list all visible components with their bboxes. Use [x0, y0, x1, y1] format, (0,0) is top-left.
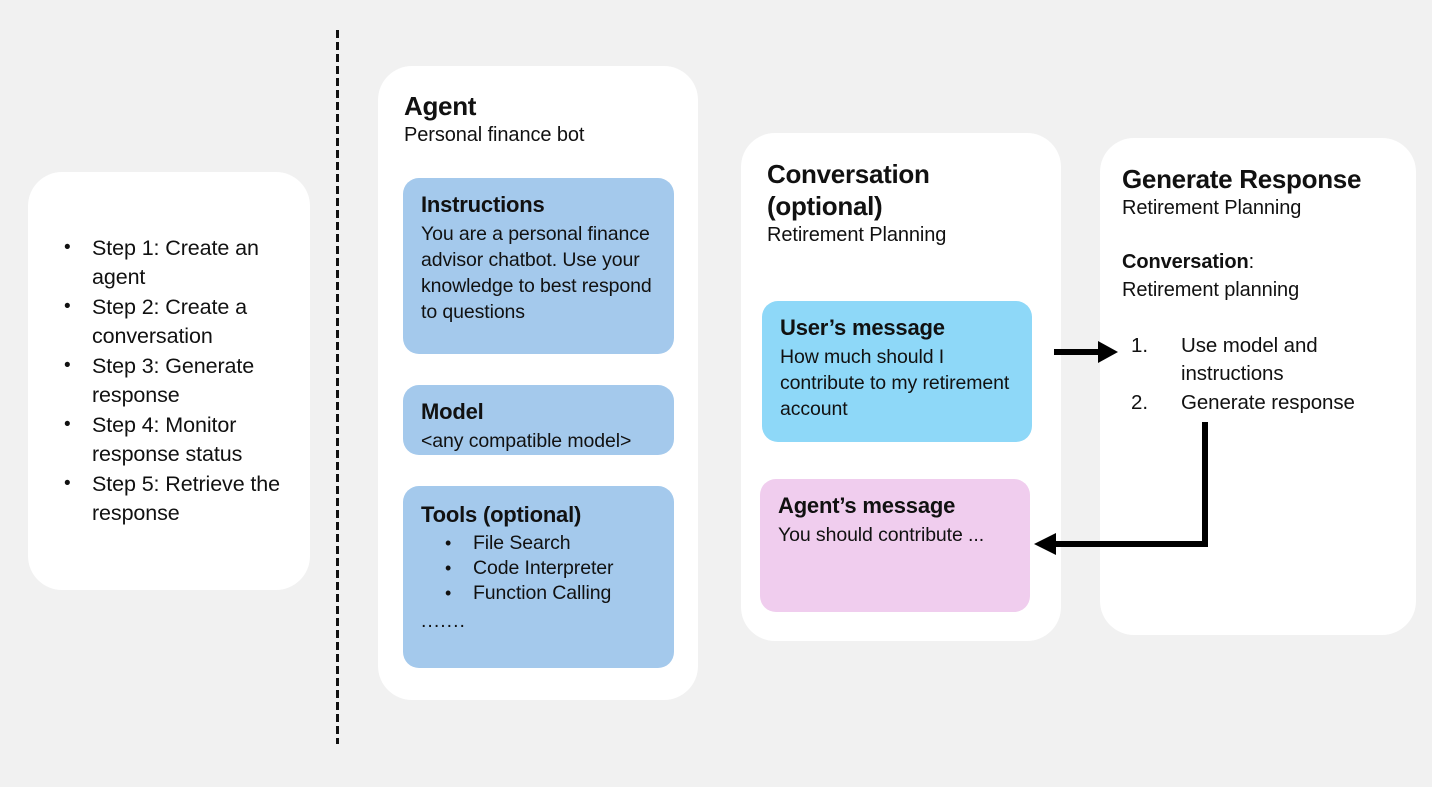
- instructions-text: You are a personal finance advisor chatb…: [421, 223, 652, 323]
- user-message-title: User’s message: [780, 315, 945, 340]
- list-item: Step 3: Generate response: [52, 351, 292, 410]
- steps-card: Step 1: Create an agent Step 2: Create a…: [28, 172, 310, 590]
- list-item: Step 1: Create an agent: [52, 233, 292, 292]
- conversation-card-title: Conversation (optional): [767, 159, 930, 221]
- generate-response-card: Generate Response Retirement Planning Co…: [1100, 138, 1416, 635]
- list-item: Function Calling: [421, 581, 658, 606]
- generate-card-title: Generate Response: [1122, 164, 1362, 194]
- instructions-title: Instructions: [421, 192, 545, 217]
- conversation-card-subtitle: Retirement Planning: [767, 224, 947, 246]
- dashed-divider: [336, 30, 339, 744]
- generate-steps-list: Use model and instructions Generate resp…: [1122, 332, 1396, 417]
- tools-list: File Search Code Interpreter Function Ca…: [421, 531, 658, 606]
- agent-message-box: Agent’s message You should contribute ..…: [760, 479, 1030, 612]
- generate-card-subtitle: Retirement Planning: [1122, 197, 1302, 219]
- list-item: File Search: [421, 531, 658, 556]
- agent-message-text: You should contribute ...: [778, 524, 985, 546]
- list-item: Step 2: Create a conversation: [52, 292, 292, 351]
- generate-conversation-label: Conversation:: [1122, 248, 1396, 276]
- model-box: Model <any compatible model>: [403, 385, 674, 455]
- tools-title: Tools (optional): [421, 502, 582, 527]
- agent-card-title: Agent: [404, 91, 477, 121]
- list-item: Generate response: [1131, 389, 1355, 417]
- list-item: Step 5: Retrieve the response: [52, 469, 292, 528]
- tools-ellipsis: .......: [421, 610, 466, 632]
- generate-conversation-colon: :: [1248, 251, 1255, 273]
- tools-box: Tools (optional) File Search Code Interp…: [403, 486, 674, 668]
- steps-list: Step 1: Create an agent Step 2: Create a…: [52, 233, 292, 528]
- model-title: Model: [421, 399, 484, 424]
- model-text: <any compatible model>: [421, 430, 632, 452]
- list-item: Use model and instructions: [1131, 332, 1318, 385]
- agent-card-subtitle: Personal finance bot: [404, 124, 585, 146]
- instructions-box: Instructions You are a personal finance …: [403, 178, 674, 354]
- user-message-box: User’s message How much should I contrib…: [762, 301, 1032, 442]
- user-message-text: How much should I contribute to my retir…: [780, 346, 1010, 420]
- agent-message-title: Agent’s message: [778, 493, 956, 518]
- generate-conversation-value: Retirement planning: [1122, 279, 1300, 301]
- list-item: Code Interpreter: [421, 556, 658, 581]
- generate-conversation-label-bold: Conversation: [1122, 251, 1249, 273]
- list-item: Step 4: Monitor response status: [52, 410, 292, 469]
